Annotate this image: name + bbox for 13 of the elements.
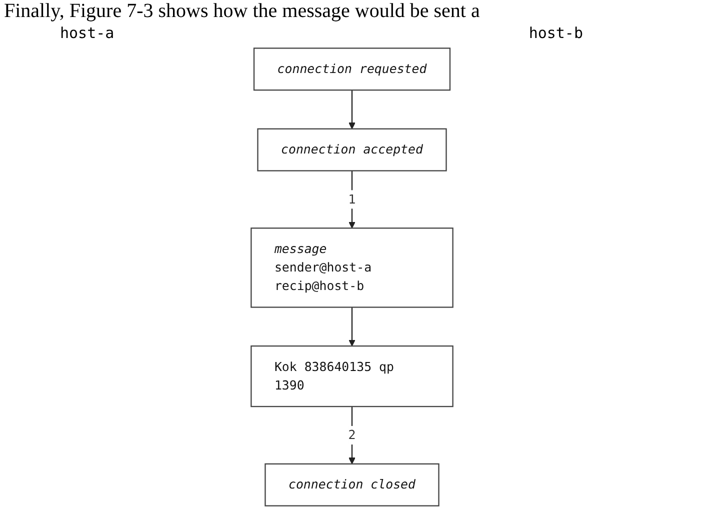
node-box: connection closed [264,463,439,506]
paragraph-text: Finally, Figure 7-3 shows how the message would be sent a [4,0,480,22]
edge-label: 1 [348,192,356,206]
arrow [348,90,355,130]
node-box: message sender@host-a recip@host-b [250,228,453,308]
column-heading: host-a [60,24,114,42]
node-box: connection requested [252,48,450,91]
node-box: connection accepted [256,128,446,172]
arrow [348,307,355,346]
column-heading: host-b [528,24,583,42]
edge-label: 2 [348,427,356,442]
node-box: Kok 838640135 qp 1390 [250,345,453,408]
arrow [348,406,355,464]
